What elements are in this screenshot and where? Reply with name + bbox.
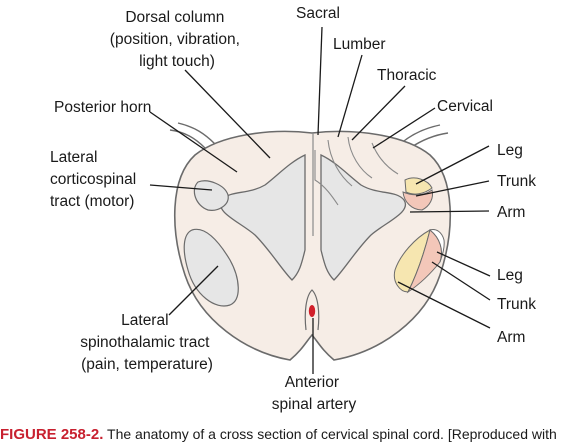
dorsal-column-divisions	[314, 136, 399, 206]
label-lower-arm: Arm	[497, 329, 525, 346]
label-sacral: Sacral	[296, 5, 340, 22]
label-lateral-spinothalamic-tract: Lateral spinothalamic tract (pain, tempe…	[80, 312, 214, 373]
label-anterior-spinal-artery: Anterior spinal artery	[272, 374, 357, 413]
anterior-fissure	[304, 289, 320, 331]
right-corticospinal-tract-leg	[404, 177, 433, 195]
label-lateral-corticospinal-tract: Lateral corticospinal tract (motor)	[50, 149, 140, 210]
right-corticospinal-tract-trunk	[402, 189, 433, 211]
label-upper-leg: Leg	[497, 142, 523, 159]
spinal-cord-outline	[173, 130, 452, 361]
label-upper-trunk: Trunk	[497, 173, 536, 190]
label-upper-arm: Arm	[497, 204, 525, 221]
figure-caption: FIGURE 258-2. The anatomy of a cross sec…	[0, 421, 586, 447]
label-lower-leg: Leg	[497, 267, 523, 284]
leader-lines	[149, 26, 491, 374]
label-lumber: Lumber	[333, 36, 386, 53]
label-posterior-horn: Posterior horn	[54, 99, 151, 116]
label-thoracic: Thoracic	[377, 67, 437, 84]
right-spinothalamic-tract-leg	[428, 229, 445, 263]
figure-number: FIGURE 258-2.	[0, 426, 104, 443]
figure-caption-text: The anatomy of a cross section of cervic…	[107, 426, 557, 442]
gray-matter-right	[320, 153, 407, 281]
label-cervical: Cervical	[437, 98, 493, 115]
label-lower-trunk: Trunk	[497, 296, 536, 313]
anterior-spinal-artery	[308, 305, 316, 317]
label-dorsal-column: Dorsal column (position, vibration, ligh…	[110, 9, 244, 70]
lateral-corticospinal-tract	[193, 180, 229, 211]
gray-matter	[219, 153, 306, 281]
